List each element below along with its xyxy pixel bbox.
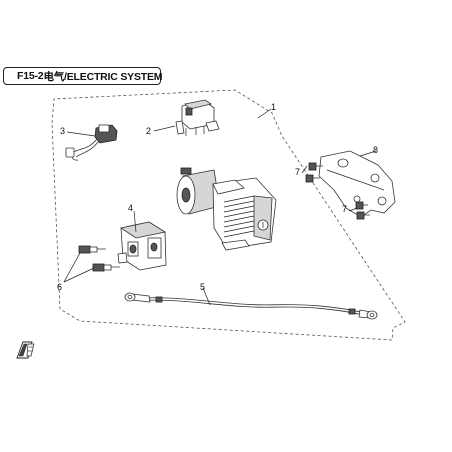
callout-6: 6 [57,282,62,292]
part-1-winch [176,167,277,251]
front-direction-arrow-icon [16,341,35,359]
callout-3: 3 [60,126,65,136]
part-3-sensor [65,124,118,161]
part-2-relay [175,99,220,136]
callout-8: 8 [373,145,378,155]
callout-5: 5 [200,282,205,292]
callout-1: 1 [271,102,276,112]
winch-drum-rope [223,195,255,238]
callout-leaders [63,108,377,306]
part-7-bolts [305,162,370,220]
part-6-connectors [78,245,120,272]
part-5-power-cable [124,292,378,320]
title-name: 电气/ELECTRIC SYSTEM [43,70,163,83]
callout-2: 2 [146,126,151,136]
callout-numbers: 1 2 3 4 5 6 7 7 8 [57,102,378,292]
callout-4: 4 [128,203,133,213]
callout-7-lower: 7 [342,204,347,214]
callout-7-upper: 7 [295,167,300,177]
part-4-switch-bracket [117,221,167,271]
assembly-frame-dashed [51,89,406,341]
title-code: F15-2 [17,70,44,82]
title-box: F15-2 电气/ELECTRIC SYSTEM [3,67,163,85]
